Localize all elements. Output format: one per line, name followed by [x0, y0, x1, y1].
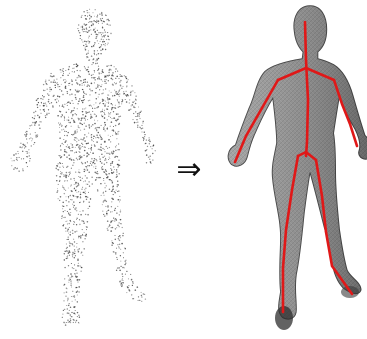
transform-arrow-icon: ⇒ — [169, 150, 209, 190]
point-cloud-figure — [11, 8, 158, 328]
